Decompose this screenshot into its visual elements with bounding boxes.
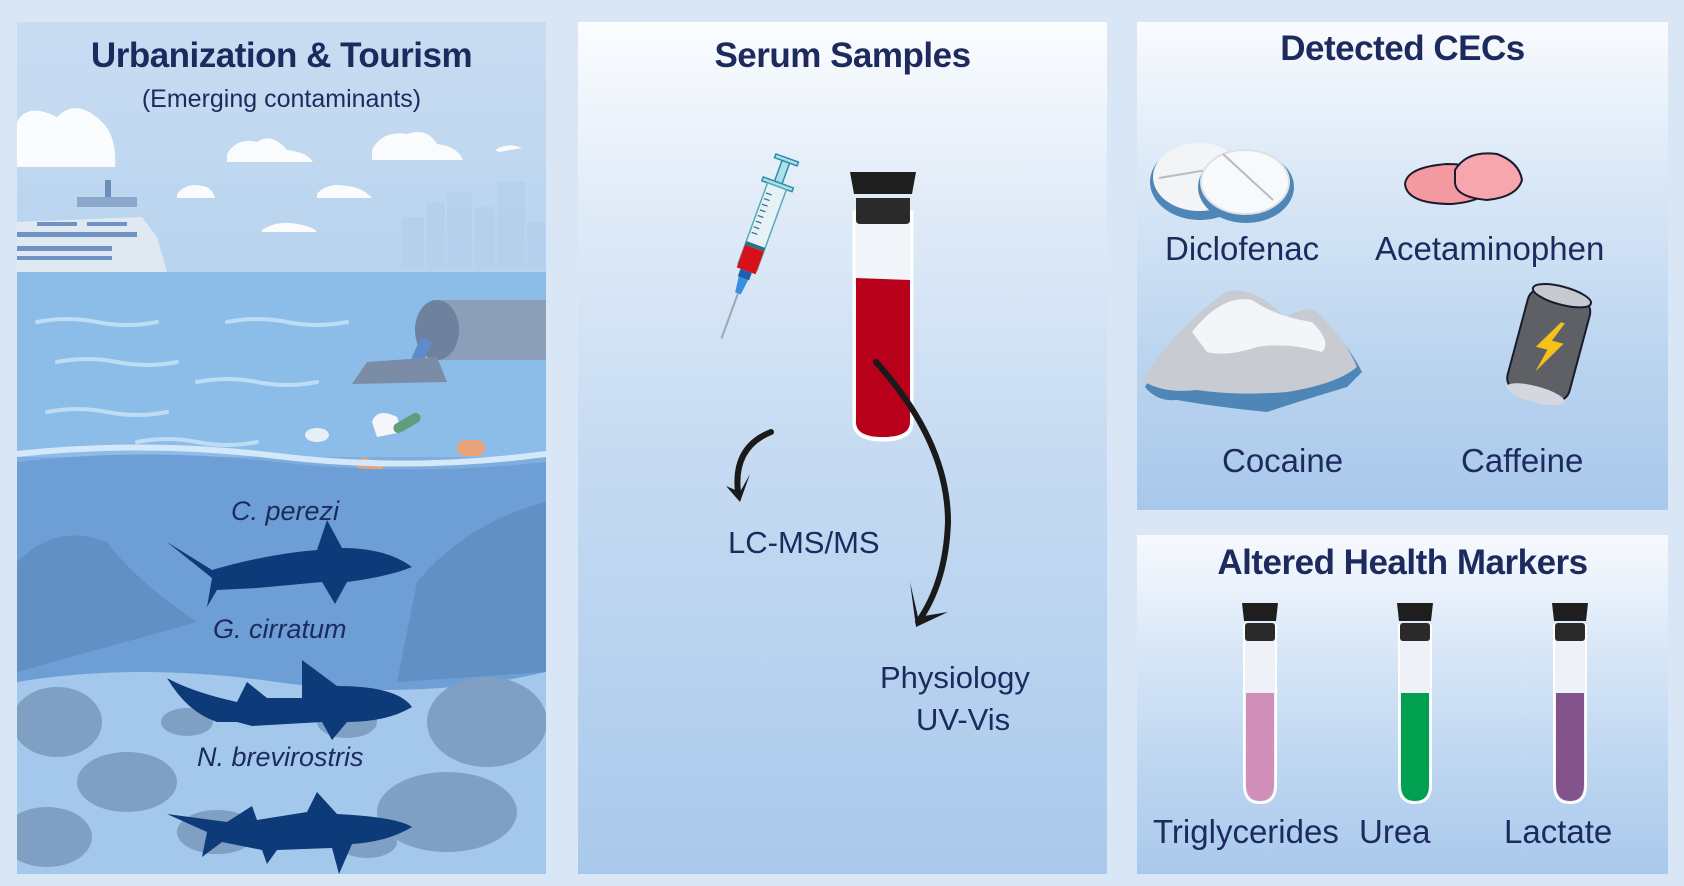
method-uv-vis: UV-Vis [916, 702, 1011, 737]
shark-g-cirratum-icon [167, 660, 412, 740]
method-lcms: LC-MS/MS [728, 525, 880, 560]
cecs-illustration [1142, 143, 1593, 412]
blood-tube-icon [850, 172, 916, 442]
cec-acetaminophen: Acetaminophen [1375, 230, 1605, 267]
cocaine-powder-icon [1142, 290, 1362, 412]
shark-c-perezi-icon [167, 520, 412, 607]
health-markers-panel: Altered Health Markers Triglycerides Ure… [1137, 535, 1668, 874]
arrows [734, 359, 952, 625]
arrow-to-physiology-icon [873, 359, 952, 625]
species-label-n-brevirostris: N. brevirostris [197, 742, 364, 772]
diclofenac-pills-icon [1150, 143, 1294, 223]
species-label-c-perezi: C. perezi [231, 496, 340, 526]
method-physiology: Physiology [880, 660, 1030, 695]
marker-tube-lactate-icon [1552, 603, 1588, 805]
cruise-ship-icon [17, 180, 167, 286]
urbanization-subtitle: (Emerging contaminants) [141, 85, 422, 113]
serum-illustration [720, 152, 952, 627]
shark-n-brevirostris-icon [167, 792, 412, 874]
marker-tubes-illustration [1242, 603, 1588, 805]
markers-title: Altered Health Markers [1217, 543, 1588, 582]
ocean-scene-illustration [17, 108, 546, 874]
species-label-g-cirratum: G. cirratum [213, 614, 347, 644]
marker-tube-urea-icon [1397, 603, 1433, 805]
syringe-icon [720, 152, 800, 339]
urbanization-panel: Urbanization & Tourism (Emerging contami… [17, 22, 546, 874]
waves-icon [35, 317, 349, 447]
acetaminophen-pills-icon [1403, 152, 1524, 206]
marker-triglycerides: Triglycerides [1153, 813, 1339, 850]
cec-cocaine: Cocaine [1222, 442, 1344, 479]
sewage-pipe-icon [352, 300, 546, 384]
serum-samples-panel: Serum Samples LC-MS/MS Physiology UV-Vis [578, 22, 1107, 874]
marker-tube-triglycerides-icon [1242, 603, 1278, 805]
caffeine-can-icon [1506, 283, 1593, 406]
cec-caffeine: Caffeine [1461, 442, 1584, 479]
shark-silhouettes [167, 520, 412, 874]
cecs-title: Detected CECs [1280, 29, 1525, 68]
urbanization-title: Urbanization & Tourism [90, 36, 473, 75]
serum-title: Serum Samples [714, 36, 971, 75]
cec-diclofenac: Diclofenac [1165, 230, 1320, 267]
city-skyline-icon [402, 182, 546, 267]
reef-rocks-icon [17, 502, 546, 682]
marker-urea: Urea [1359, 813, 1431, 850]
marker-lactate: Lactate [1504, 813, 1613, 850]
detected-cecs-panel: Detected CECs Diclofenac Acetaminophen C… [1137, 22, 1668, 510]
clouds-icon [17, 108, 522, 232]
arrow-to-lcms-icon [734, 429, 774, 495]
